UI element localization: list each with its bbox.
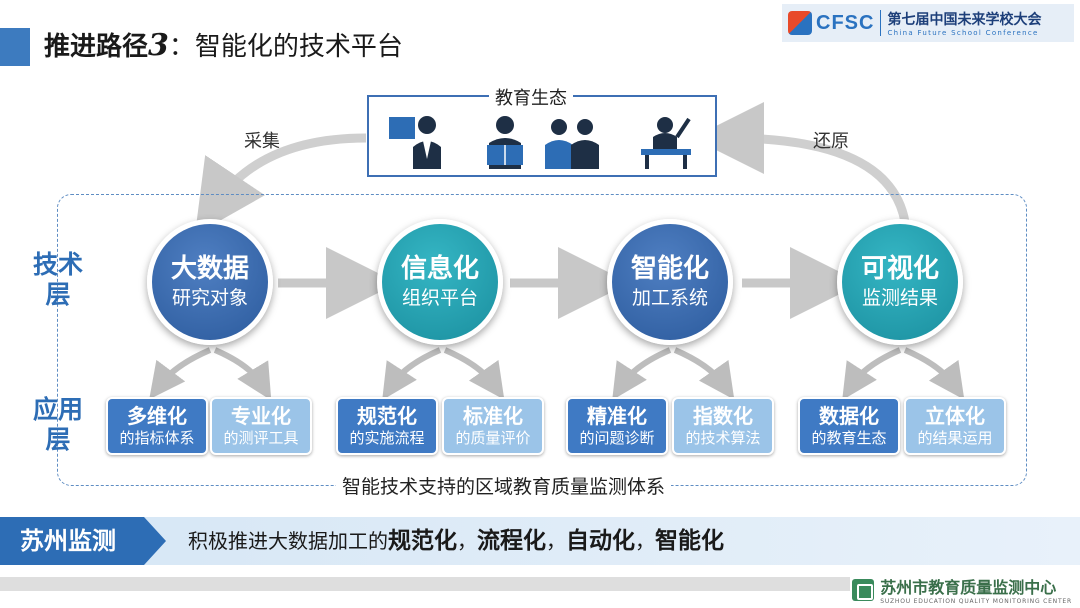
circle-subtitle: 加工系统: [631, 287, 708, 309]
branch-arrow: [213, 347, 272, 401]
app-tile: 专业化 的测评工具: [210, 397, 312, 455]
tile-subtitle: 的测评工具: [223, 429, 299, 447]
banner-keyword: 规范化: [388, 528, 457, 554]
branch-arrow: [382, 347, 442, 401]
restore-label: 还原: [813, 131, 849, 152]
summary-banner: [0, 517, 1080, 565]
footer-logo: 苏州市教育质量监测中心 SUZHOU EDUCATION QUALITY MON…: [852, 574, 1072, 605]
tile-title: 标准化: [463, 404, 523, 428]
title-number: 3: [148, 28, 169, 63]
circle-visualization: 可视化 监测结果: [837, 219, 963, 345]
branch-arrow: [149, 347, 212, 400]
branch-arrow: [673, 347, 735, 400]
footer-bar: [0, 577, 850, 591]
tile-subtitle: 的问题诊断: [579, 429, 655, 447]
tile-title: 专业化: [231, 404, 291, 428]
tile-title: 指数化: [693, 404, 753, 428]
app-layer-label: 应用层: [32, 395, 83, 454]
branch-arrow: [842, 347, 902, 401]
teacher-board-icon: [389, 116, 441, 169]
education-ecosystem-box: 教育生态: [367, 84, 717, 177]
tile-title: 立体化: [925, 404, 985, 428]
tile-subtitle: 的实施流程: [349, 429, 425, 447]
banner-keyword: 自动化: [566, 528, 635, 554]
student-reading-icon: [487, 116, 523, 169]
logo-divider: [880, 10, 882, 36]
banner-tag: 苏州监测: [0, 517, 166, 565]
tile-title: 多维化: [127, 404, 187, 428]
app-tile: 多维化 的指标体系: [106, 397, 208, 455]
app-tile: 规范化 的实施流程: [336, 397, 438, 455]
title-rest: ：智能化的技术平台: [168, 32, 403, 62]
teacher-podium-icon: [641, 117, 691, 169]
circle-title: 信息化: [400, 254, 479, 284]
app-tile: 精准化 的问题诊断: [566, 397, 668, 455]
collect-arrow: [194, 133, 367, 235]
tile-subtitle: 的技术算法: [685, 429, 761, 447]
logo-en-name: China Future School Conference: [887, 29, 1039, 37]
tile-subtitle: 的教育生态: [811, 429, 887, 447]
banner-separator: ，: [457, 529, 477, 553]
branch-arrow: [612, 347, 672, 401]
platform-caption: 智能技术支持的区域教育质量监测体系: [336, 472, 672, 499]
ecosystem-title: 教育生态: [489, 84, 573, 110]
circle-subtitle: 监测结果: [861, 287, 938, 309]
tile-subtitle: 的质量评价: [455, 429, 531, 447]
circle-subtitle: 研究对象: [171, 287, 248, 309]
banner-keyword: 智能化: [655, 528, 724, 554]
logo-abbr: CFSC: [816, 11, 875, 34]
tech-layer-label: 技术层: [32, 250, 83, 309]
circle-informatization: 信息化 组织平台: [377, 219, 503, 345]
banner-separator: ，: [546, 529, 566, 553]
students-icon: [545, 119, 599, 169]
circle-title: 可视化: [860, 254, 939, 284]
ecosystem-icons: [389, 116, 691, 169]
footer-cn-name: 苏州市教育质量监测中心: [880, 578, 1057, 597]
app-tile: 标准化 的质量评价: [442, 397, 544, 455]
title-accent-bar: [0, 28, 30, 66]
app-tile: 指数化 的技术算法: [672, 397, 774, 455]
circle-subtitle: 组织平台: [401, 287, 478, 309]
cfsc-logo-icon: [788, 11, 812, 35]
center-logo-icon: [852, 578, 875, 601]
title-main: 推进路径: [44, 32, 149, 62]
tile-title: 精准化: [587, 404, 647, 428]
branch-arrow: [443, 347, 505, 400]
banner-keyword: 流程化: [477, 528, 546, 554]
circle-intelligent: 智能化 加工系统: [607, 219, 733, 345]
banner-lead: 积极推进大数据加工的: [188, 529, 388, 553]
collect-label: 采集: [244, 131, 280, 152]
banner-text: 积极推进大数据加工的规范化，流程化，自动化，智能化: [188, 517, 724, 565]
branch-arrow: [903, 347, 965, 400]
logo-cn-name: 第七届中国未来学校大会: [887, 12, 1042, 28]
circle-title: 智能化: [630, 254, 709, 284]
circle-title: 大数据: [170, 254, 249, 284]
tile-title: 规范化: [357, 404, 417, 428]
app-tile: 数据化 的教育生态: [798, 397, 900, 455]
tile-title: 数据化: [819, 404, 879, 428]
tile-subtitle: 的指标体系: [119, 429, 195, 447]
footer-en-name: SUZHOU EDUCATION QUALITY MONITORING CENT…: [880, 598, 1072, 605]
cfsc-logo: CFSC 第七届中国未来学校大会 China Future School Con…: [782, 4, 1074, 42]
tile-subtitle: 的结果运用: [917, 429, 993, 447]
restore-arrow: [692, 102, 910, 223]
circle-big-data: 大数据 研究对象: [147, 219, 273, 345]
app-tile: 立体化 的结果运用: [904, 397, 1006, 455]
page-title: 推进路径3：智能化的技术平台: [44, 26, 403, 63]
banner-separator: ，: [635, 529, 655, 553]
